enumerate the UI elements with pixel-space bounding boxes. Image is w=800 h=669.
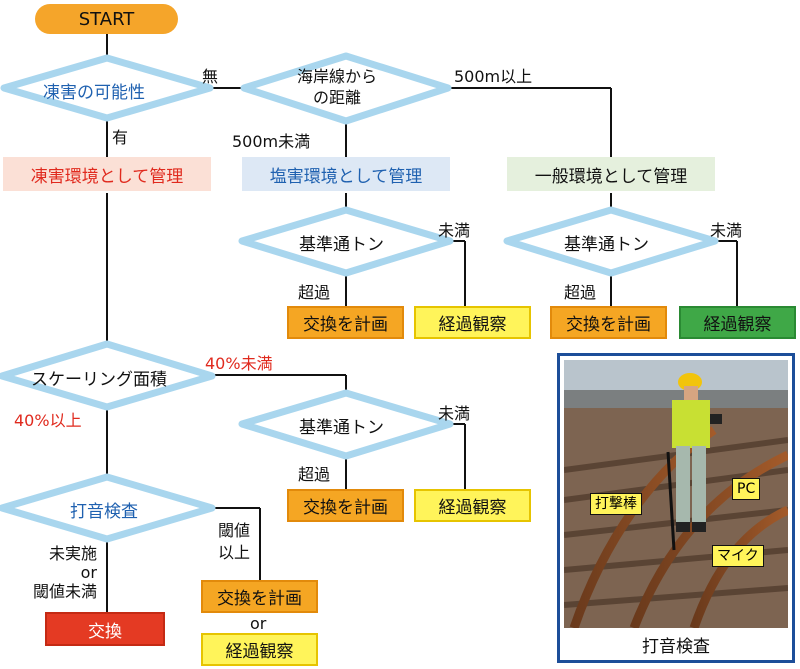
observe-label-2: 経過観察 (703, 315, 772, 335)
edge-label-not-done-line-3: 閾値未満 (32, 582, 97, 601)
edge-label-threshold-line-2: 以上 (218, 543, 251, 562)
tons-decision-diamond-3 (238, 389, 454, 460)
tons-decision-label-3: 基準通トン (299, 418, 384, 438)
replace-label: 交換 (88, 621, 122, 642)
observe-box-4: 経過観察 (201, 633, 318, 666)
observe-label-1: 経過観察 (438, 315, 507, 335)
coast-decision-line-1: 海岸線から (297, 67, 378, 86)
edge-label-under-1: 未満 (438, 221, 471, 240)
plan-replacement-label-1: 交換を計画 (303, 315, 388, 335)
photo-frame: PC 打撃棒 マイク 打音検査 (557, 353, 795, 663)
edge-label-under500: 500m未満 (232, 132, 311, 151)
edge-label-over500: 500m以上 (454, 67, 533, 86)
edge-label-not-done-line-1: 未実施 (48, 544, 97, 563)
salt-environment-box: 塩害環境として管理 (242, 157, 450, 191)
coast-decision-line-2: の距離 (313, 88, 362, 107)
mic-tag: マイク (712, 545, 764, 567)
tons-decision-label-2: 基準通トン (564, 235, 649, 255)
general-environment-box: 一般環境として管理 (507, 157, 715, 191)
observe-box-2: 経過観察 (679, 306, 796, 339)
hammer-decision-label: 打音検査 (70, 502, 138, 522)
plan-replacement-label-4: 交換を計画 (217, 589, 302, 609)
edge-label-above40: 40%以上 (14, 411, 82, 430)
photo-illustration (564, 360, 788, 628)
frost-environment-box: 凍害環境として管理 (3, 157, 211, 191)
edge-label-over-2: 超過 (564, 283, 597, 302)
edge-label-over-1: 超過 (298, 283, 331, 302)
edge-label-under-3: 未満 (438, 404, 471, 423)
salt-environment-label: 塩害環境として管理 (269, 166, 423, 187)
observe-label-4: 経過観察 (225, 642, 294, 662)
frost-decision-label: 凍害の可能性 (43, 83, 145, 103)
edge-label-over-3: 超過 (298, 465, 331, 484)
edge-label-yes: 有 (112, 128, 129, 147)
scaling-decision-label: スケーリング面積 (31, 370, 167, 390)
hammer-decision-diamond (0, 473, 216, 543)
tons-decision-diamond-1 (238, 206, 454, 277)
edge-label-not-done: 未実施 or 閾値未満 (31, 544, 97, 601)
replace-box: 交換 (45, 612, 165, 646)
hammer-test-photo: PC 打撃棒 マイク (564, 360, 788, 628)
plan-replacement-label-2: 交換を計画 (566, 315, 651, 335)
edge-label-not-done-or: or (80, 563, 97, 582)
edge-label-threshold: 閾値 以上 (218, 520, 250, 564)
observe-box-3: 経過観察 (414, 489, 531, 522)
plan-replacement-box-4: 交換を計画 (201, 580, 318, 613)
photo-caption: 打音検査 (642, 636, 710, 657)
observe-label-3: 経過観察 (438, 498, 507, 518)
coast-decision-label: 海岸線から の距離 (297, 66, 377, 108)
edge-label-under-2: 未満 (710, 221, 743, 240)
plan-replacement-label-3: 交換を計画 (303, 498, 388, 518)
observe-box-1: 経過観察 (414, 306, 531, 339)
plan-replacement-box-1: 交換を計画 (287, 306, 404, 339)
coast-decision-diamond (240, 52, 452, 125)
start-label: START (78, 8, 135, 30)
frost-environment-label: 凍害環境として管理 (30, 166, 184, 187)
edge-label-or: or (250, 614, 267, 633)
pc-tag: PC (732, 478, 761, 500)
connector-lines (106, 34, 738, 612)
plan-replacement-box-3: 交換を計画 (287, 489, 404, 522)
tons-decision-label-1: 基準通トン (299, 235, 384, 255)
tons-decision-diamond-2 (503, 206, 719, 277)
frost-decision-diamond (0, 54, 214, 122)
edge-label-under40: 40%未満 (205, 354, 273, 373)
scaling-decision-diamond (0, 340, 216, 411)
start-node: START (35, 4, 178, 34)
plan-replacement-box-2: 交換を計画 (550, 306, 667, 339)
general-environment-label: 一般環境として管理 (534, 166, 688, 187)
decision-diamonds (0, 52, 719, 543)
hammer-rod-tag: 打撃棒 (590, 493, 642, 515)
edge-label-threshold-line-1: 閾値 (218, 521, 251, 540)
edge-label-none: 無 (202, 67, 219, 86)
